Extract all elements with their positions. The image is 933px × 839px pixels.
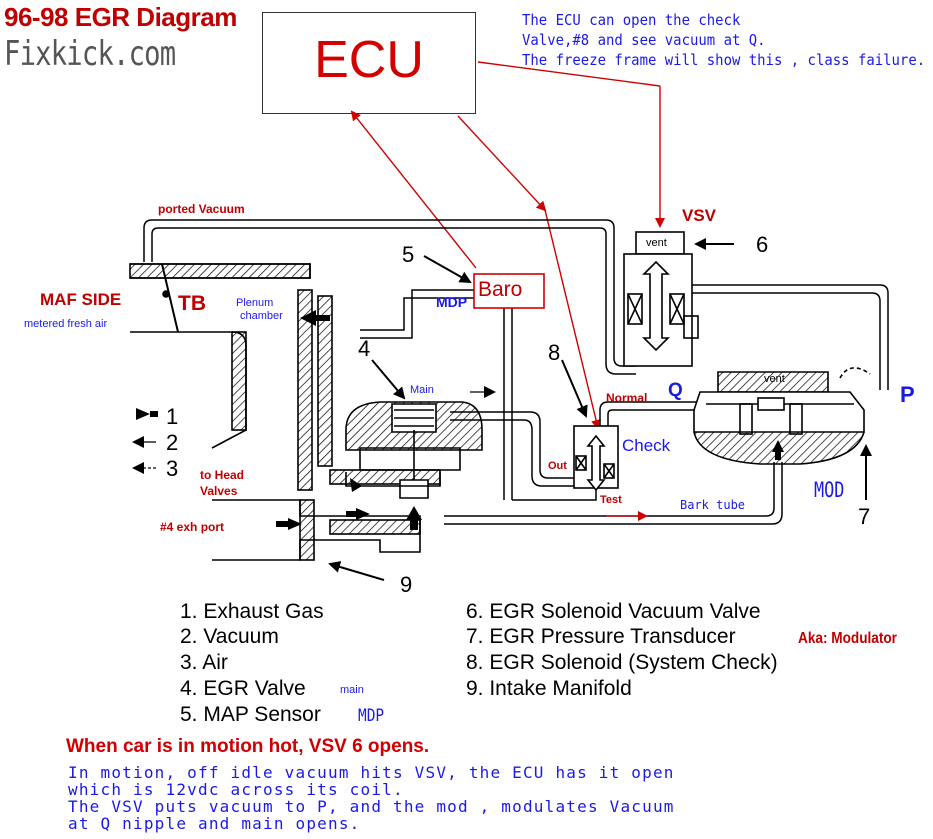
ecu-box (262, 12, 476, 114)
legend-item-3: 3. Air (180, 651, 228, 674)
motion-line-3: The VSV puts vacuum to P, and the mod , … (68, 797, 675, 816)
bark-tube-label: Bark tube (680, 498, 746, 512)
vsv-vent-label: vent (646, 237, 667, 249)
site-name: Fixkick.com (4, 34, 176, 74)
key-2-label: 2 (166, 430, 179, 455)
p-port-label: P (900, 382, 915, 407)
motion-line-2: which is 12vdc across its coil. (68, 780, 404, 799)
check-solenoid (573, 425, 619, 492)
exh-port-label: #4 exh port (160, 520, 225, 534)
plenum-label-1: Plenum (236, 297, 274, 309)
map-sensor (473, 273, 545, 309)
legend-map-mdp: MDP (358, 706, 385, 726)
metered-air-label: metered fresh air (24, 318, 108, 330)
callout-4: 4 (358, 336, 371, 361)
legend-aka-modulator: Aka: Modulator (798, 630, 897, 647)
ecu-label: ECU (314, 31, 424, 89)
q-port-label: Q (668, 380, 683, 401)
ecu-note-line-1: The ECU can open the check (522, 11, 741, 29)
motion-line-1: In motion, off idle vacuum hits VSV, the… (68, 763, 675, 782)
egr-valve (345, 401, 483, 499)
to-head-label-1: to Head (200, 468, 245, 482)
mod-label: MOD (814, 478, 845, 502)
egr-system-diagram (129, 61, 889, 581)
ecu-to-vsv-line (477, 61, 661, 87)
callout-9: 9 (400, 572, 413, 597)
motion-title: When car is in motion hot, VSV 6 opens. (66, 736, 430, 757)
legend-item-6: 6. EGR Solenoid Vacuum Valve (466, 600, 761, 623)
flow-arrows (132, 238, 872, 581)
legend-egr-main: main (340, 684, 364, 696)
callout-8: 8 (548, 340, 561, 365)
legend-item-1: 1. Exhaust Gas (180, 600, 324, 623)
out-port-label: Out (548, 460, 567, 472)
callout-6: 6 (756, 232, 769, 257)
callout-7: 7 (858, 504, 871, 529)
ecu-signal-lines (350, 61, 665, 430)
vsv-solenoid (623, 231, 699, 367)
vacuum-hoses (143, 219, 889, 525)
test-port-label: Test (600, 494, 622, 506)
normal-port-label: Normal (606, 391, 648, 405)
vsv-label: VSV (682, 206, 717, 225)
ecu-note-line-3: The freeze frame will show this , class … (522, 51, 926, 69)
motion-line-4: at Q nipple and main opens. (68, 814, 361, 833)
mod-vent-label: vent (764, 373, 785, 385)
legend-item-5: 5. MAP Sensor (180, 703, 321, 726)
legend-item-8: 8. EGR Solenoid (System Check) (466, 651, 778, 674)
ecu-note-line-2: Valve,#8 and see vacuum at Q. (522, 31, 766, 49)
legend-item-4: 4. EGR Valve (180, 677, 306, 700)
baro-to-ecu-arrow (350, 110, 477, 269)
key-3-label: 3 (166, 456, 179, 481)
baro-label: Baro (478, 278, 523, 301)
legend-item-2: 2. Vacuum (180, 625, 279, 648)
legend-item-9: 9. Intake Manifold (466, 677, 632, 700)
key-1-label: 1 (166, 404, 179, 429)
legend-item-7: 7. EGR Pressure Transducer (466, 625, 736, 648)
check-valve-label: Check (622, 436, 671, 455)
intake-housing (129, 263, 441, 561)
main-port-label: Main (410, 384, 434, 396)
plenum-label-2: chamber (240, 310, 283, 322)
ecu-to-check-arrow-2 (544, 209, 601, 430)
callout-5: 5 (402, 242, 415, 267)
tb-label: TB (178, 292, 206, 315)
mdp-label: MDP (436, 294, 468, 310)
diagram-title: 96-98 EGR Diagram (4, 2, 237, 32)
to-head-label-2: Valves (200, 484, 238, 498)
maf-side-label: MAF SIDE (40, 290, 122, 309)
ecu-to-check-arrow (457, 115, 547, 212)
ported-vacuum-label: ported Vacuum (158, 202, 245, 216)
